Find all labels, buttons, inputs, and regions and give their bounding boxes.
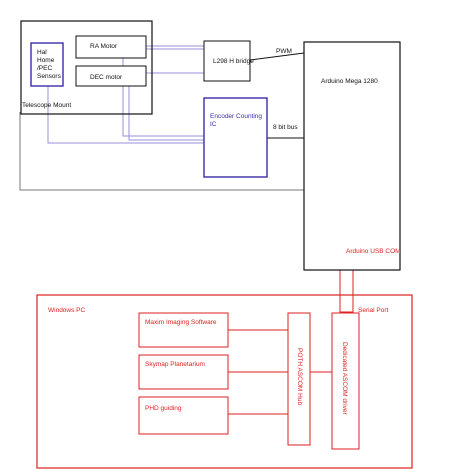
- skymap-label: Skymap Planetarium: [145, 361, 205, 368]
- poth-hub-label: POTH ASCOM Hub: [296, 348, 303, 405]
- poth-hub-block: POTH ASCOM Hub: [287, 312, 311, 446]
- arduino-label: Arduino Mega 1280: [321, 78, 378, 85]
- wire-sensors-arduino: [19, 112, 304, 191]
- skymap-block: Skymap Planetarium: [138, 354, 229, 390]
- hall-sensors-block: Hal Home /PEC Sensors: [30, 42, 64, 87]
- ascom-driver-label: Dedicated ASCOM driver: [341, 342, 348, 415]
- hall-sensors-label-2: Home: [37, 57, 55, 64]
- ra-motor-label: RA Motor: [90, 43, 118, 50]
- phd-block: PHD guiding: [138, 396, 229, 435]
- hall-sensors-label-4: Sensors: [37, 73, 62, 80]
- wire-pwm: [249, 52, 305, 61]
- wire-sensors-encoder: [47, 86, 204, 144]
- pwm-label: PWM: [276, 48, 292, 55]
- h-bridge-label: L298 H bridge: [213, 58, 254, 65]
- dec-motor-label: DEC motor: [90, 74, 123, 81]
- ra-motor-block: RA Motor: [75, 35, 147, 59]
- maxim-block: Maxim Imaging Software: [138, 312, 229, 348]
- arduino-block: Arduino Mega 1280 Arduino USB COM: [303, 41, 401, 271]
- hall-sensors-label-3: /PEC: [37, 65, 52, 72]
- encoder-block: Encoder Counting IC: [203, 97, 268, 178]
- phd-label: PHD guiding: [145, 405, 182, 412]
- windows-pc-label: Windows PC: [48, 307, 86, 314]
- arduino-usb-label: Arduino USB COM: [346, 248, 401, 255]
- serial-port-label: Serial Port: [358, 307, 389, 314]
- encoder-label-1: Encoder Counting: [210, 113, 262, 120]
- windows-pc-block: Windows PC Serial Port: [36, 294, 413, 469]
- maxim-label: Maxim Imaging Software: [145, 319, 217, 326]
- wire-dec-encoder: [128, 86, 204, 141]
- telescope-mount-label: Telescope Mount: [22, 102, 71, 109]
- telescope-mount: Telescope Mount: [20, 20, 153, 115]
- wires: [19, 45, 354, 415]
- h-bridge-block: L298 H bridge: [203, 40, 254, 82]
- ascom-driver-block: Dedicated ASCOM driver: [331, 312, 360, 450]
- bus-label: 8 bit bus: [273, 124, 298, 131]
- dec-motor-block: DEC motor: [75, 65, 147, 87]
- encoder-label-2: IC: [210, 121, 217, 128]
- hall-sensors-label-1: Hal: [37, 49, 47, 56]
